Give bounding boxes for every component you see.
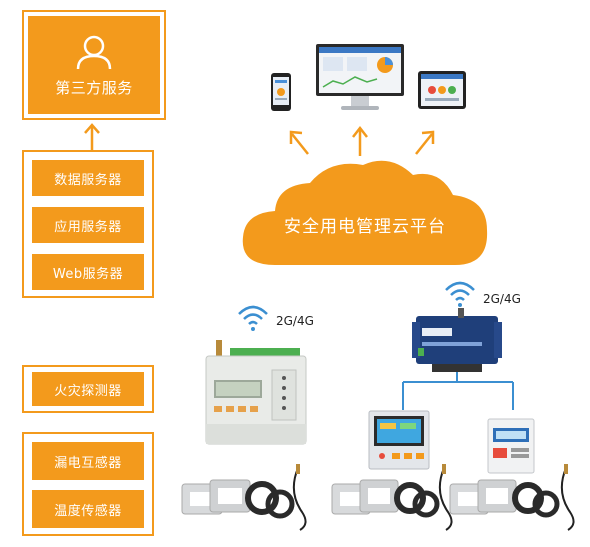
sensor-group-left [181, 464, 307, 531]
wifi-icon-left [238, 305, 268, 331]
meter-device [368, 410, 430, 470]
fire-detector-frame: 火灾探测器 [22, 365, 154, 413]
network-label-left: 2G/4G [276, 314, 314, 328]
leakage-transformer-box: 漏电互感器 [32, 442, 144, 480]
up-arrow-icon [84, 123, 100, 150]
monitor-icon [316, 44, 404, 110]
network-label-right: 2G/4G [483, 292, 521, 306]
third-party-frame: 第三方服务 [22, 10, 166, 120]
gateway-connector [402, 372, 514, 410]
server-group-frame: 数据服务器 应用服务器 Web服务器 [22, 150, 154, 298]
sensor-group-middle [331, 464, 453, 531]
cloud-shape [242, 160, 488, 265]
sensor-group-frame: 漏电互感器 温度传感器 [22, 432, 154, 536]
monitoring-device-left [205, 340, 307, 445]
cloud-label: 安全用电管理云平台 [284, 217, 446, 237]
rail-meter-device [487, 418, 535, 474]
arrow-to-tablet [415, 133, 433, 155]
cloud-to-devices-arrows [289, 125, 435, 156]
server-application: 应用服务器 [32, 207, 144, 243]
sensor-group-right [449, 464, 575, 531]
third-party-label: 第三方服务 [55, 78, 133, 97]
phone-icon [271, 73, 291, 111]
server-web: Web服务器 [32, 254, 144, 290]
server-data: 数据服务器 [32, 160, 144, 196]
fire-detector-box: 火灾探测器 [32, 372, 144, 406]
tablet-icon [418, 71, 466, 109]
user-icon [76, 35, 112, 69]
third-party-box: 第三方服务 [28, 16, 160, 114]
arrow-to-phone [291, 133, 309, 155]
gateway-device [412, 308, 502, 372]
temperature-sensor-box: 温度传感器 [32, 490, 144, 528]
wifi-icon-right [445, 281, 475, 307]
